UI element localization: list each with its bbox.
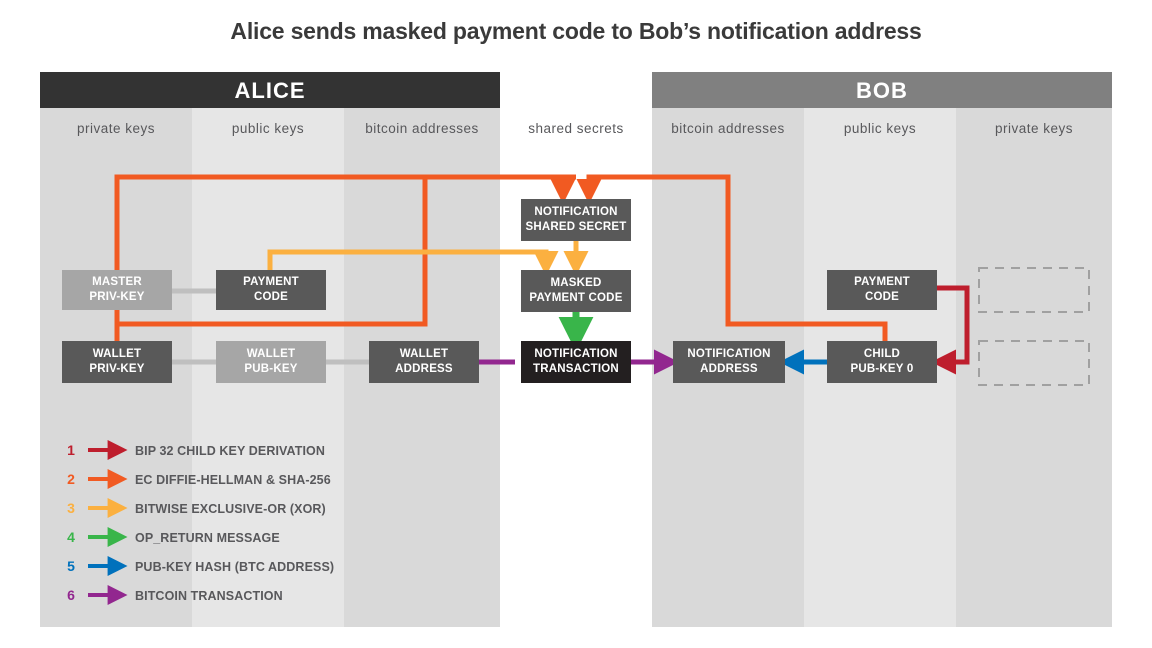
node-box[interactable] (827, 270, 937, 310)
node-alice-payment-code[interactable]: PAYMENT CODE (216, 270, 326, 310)
node-label-line-1: NOTIFICATION (534, 206, 617, 218)
column-label-bob-public-keys: public keys (844, 121, 916, 136)
party-header-bob: BOB (652, 72, 1112, 108)
legend-item-2: 2 EC DIFFIE-HELLMAN & SHA-256 (67, 469, 331, 489)
column-headings: private keys public keys bitcoin address… (77, 121, 1073, 136)
path-ecdh-left-branch (117, 174, 576, 327)
node-label-line-1: NOTIFICATION (534, 348, 617, 360)
node-label-line-1: MASTER (92, 276, 142, 288)
node-label-line-2: PAYMENT CODE (529, 292, 622, 304)
legend: 1 BIP 32 CHILD KEY DERIVATION 2 EC DIFFI… (67, 440, 334, 605)
column-label-shared-secrets: shared secrets (528, 121, 624, 136)
node-label-line-1: WALLET (93, 348, 141, 360)
column-label-bob-private-keys: private keys (995, 121, 1073, 136)
path-bip32-payment-code-to-child-pub-key (930, 285, 970, 375)
node-label-line-2: PUB-KEY 0 (851, 363, 914, 375)
node-label-line-1: WALLET (400, 348, 448, 360)
placeholder-slots (978, 267, 1090, 386)
legend-item-1: 1 BIP 32 CHILD KEY DERIVATION (67, 440, 325, 460)
legend-item-4: 4 OP_RETURN MESSAGE (67, 527, 280, 547)
node-notification-shared-secret[interactable]: NOTIFICATION SHARED SECRET (521, 199, 631, 241)
node-box[interactable] (673, 341, 785, 383)
column-label-alice-public-keys: public keys (232, 121, 304, 136)
node-label-line-2: SHARED SECRET (525, 221, 626, 233)
node-label-line-1: PAYMENT (243, 276, 299, 288)
legend-item-3: 3 BITWISE EXCLUSIVE-OR (XOR) (67, 498, 326, 518)
node-notification-transaction[interactable]: NOTIFICATION TRANSACTION (521, 341, 631, 383)
party-label-bob: BOB (856, 78, 908, 103)
node-label-line-2: CODE (254, 291, 288, 303)
party-header-alice: ALICE (40, 72, 500, 108)
path-xor-from-alice-payment-code (267, 249, 559, 277)
node-box[interactable] (216, 270, 326, 310)
legend-number: 3 (67, 500, 75, 516)
column-label-alice-private-keys: private keys (77, 121, 155, 136)
node-masked-payment-code[interactable]: MASKED PAYMENT CODE (521, 270, 631, 312)
node-label-line-1: NOTIFICATION (687, 348, 770, 360)
legend-label: BITCOIN TRANSACTION (135, 589, 283, 603)
node-label-line-2: PRIV-KEY (89, 291, 144, 303)
node-box[interactable] (521, 270, 631, 312)
node-label-line-2: ADDRESS (700, 363, 758, 375)
node-bob-payment-code[interactable]: PAYMENT CODE (827, 270, 937, 310)
node-bob-notification-address[interactable]: NOTIFICATION ADDRESS (673, 341, 785, 383)
node-box[interactable] (521, 199, 631, 241)
legend-number: 1 (67, 442, 75, 458)
node-box[interactable] (369, 341, 479, 383)
legend-label: OP_RETURN MESSAGE (135, 531, 280, 545)
legend-number: 5 (67, 558, 75, 574)
node-label-line-2: ADDRESS (395, 363, 453, 375)
party-label-alice: ALICE (235, 78, 306, 103)
legend-number: 4 (67, 529, 75, 545)
node-bob-child-pub-key-0[interactable]: CHILD PUB-KEY 0 (827, 341, 937, 383)
node-label-line-2: PRIV-KEY (89, 363, 144, 375)
legend-label: PUB-KEY HASH (BTC ADDRESS) (135, 560, 334, 574)
party-bar-bob (652, 72, 1112, 108)
node-box[interactable] (62, 341, 172, 383)
legend-label: BIP 32 CHILD KEY DERIVATION (135, 444, 325, 458)
page-title: Alice sends masked payment code to Bob’s… (230, 18, 922, 44)
grey-connectors (172, 288, 369, 365)
column-bg-6 (956, 72, 1112, 627)
legend-label: EC DIFFIE-HELLMAN & SHA-256 (135, 473, 331, 487)
node-alice-wallet-pub-key[interactable]: WALLET PUB-KEY (216, 341, 326, 383)
node-alice-wallet-address[interactable]: WALLET ADDRESS (369, 341, 479, 383)
node-master-priv-key[interactable]: MASTER PRIV-KEY (62, 270, 172, 310)
legend-item-5: 5 PUB-KEY HASH (BTC ADDRESS) (67, 556, 334, 576)
column-label-alice-bitcoin-addresses: bitcoin addresses (365, 121, 479, 136)
legend-number: 2 (67, 471, 75, 487)
node-box[interactable] (827, 341, 937, 383)
node-box[interactable] (62, 270, 172, 310)
node-alice-wallet-priv-key[interactable]: WALLET PRIV-KEY (62, 341, 172, 383)
legend-item-6: 6 BITCOIN TRANSACTION (67, 585, 283, 605)
legend-label: BITWISE EXCLUSIVE-OR (XOR) (135, 502, 326, 516)
placeholder-bob-priv-key-slot-2 (978, 340, 1090, 386)
column-label-bob-bitcoin-addresses: bitcoin addresses (671, 121, 785, 136)
node-label-line-1: WALLET (247, 348, 295, 360)
node-label-line-1: MASKED (550, 277, 601, 289)
path-ecdh-right-branch (576, 174, 888, 341)
node-label-line-2: PUB-KEY (244, 363, 297, 375)
node-label-line-1: CHILD (864, 348, 900, 360)
node-box[interactable] (521, 341, 631, 383)
party-bar-alice (40, 72, 500, 108)
node-label-line-1: PAYMENT (854, 276, 910, 288)
node-label-line-2: CODE (865, 291, 899, 303)
legend-number: 6 (67, 587, 75, 603)
node-box[interactable] (216, 341, 326, 383)
placeholder-bob-priv-key-slot-1 (978, 267, 1090, 313)
node-label-line-2: TRANSACTION (533, 363, 619, 375)
